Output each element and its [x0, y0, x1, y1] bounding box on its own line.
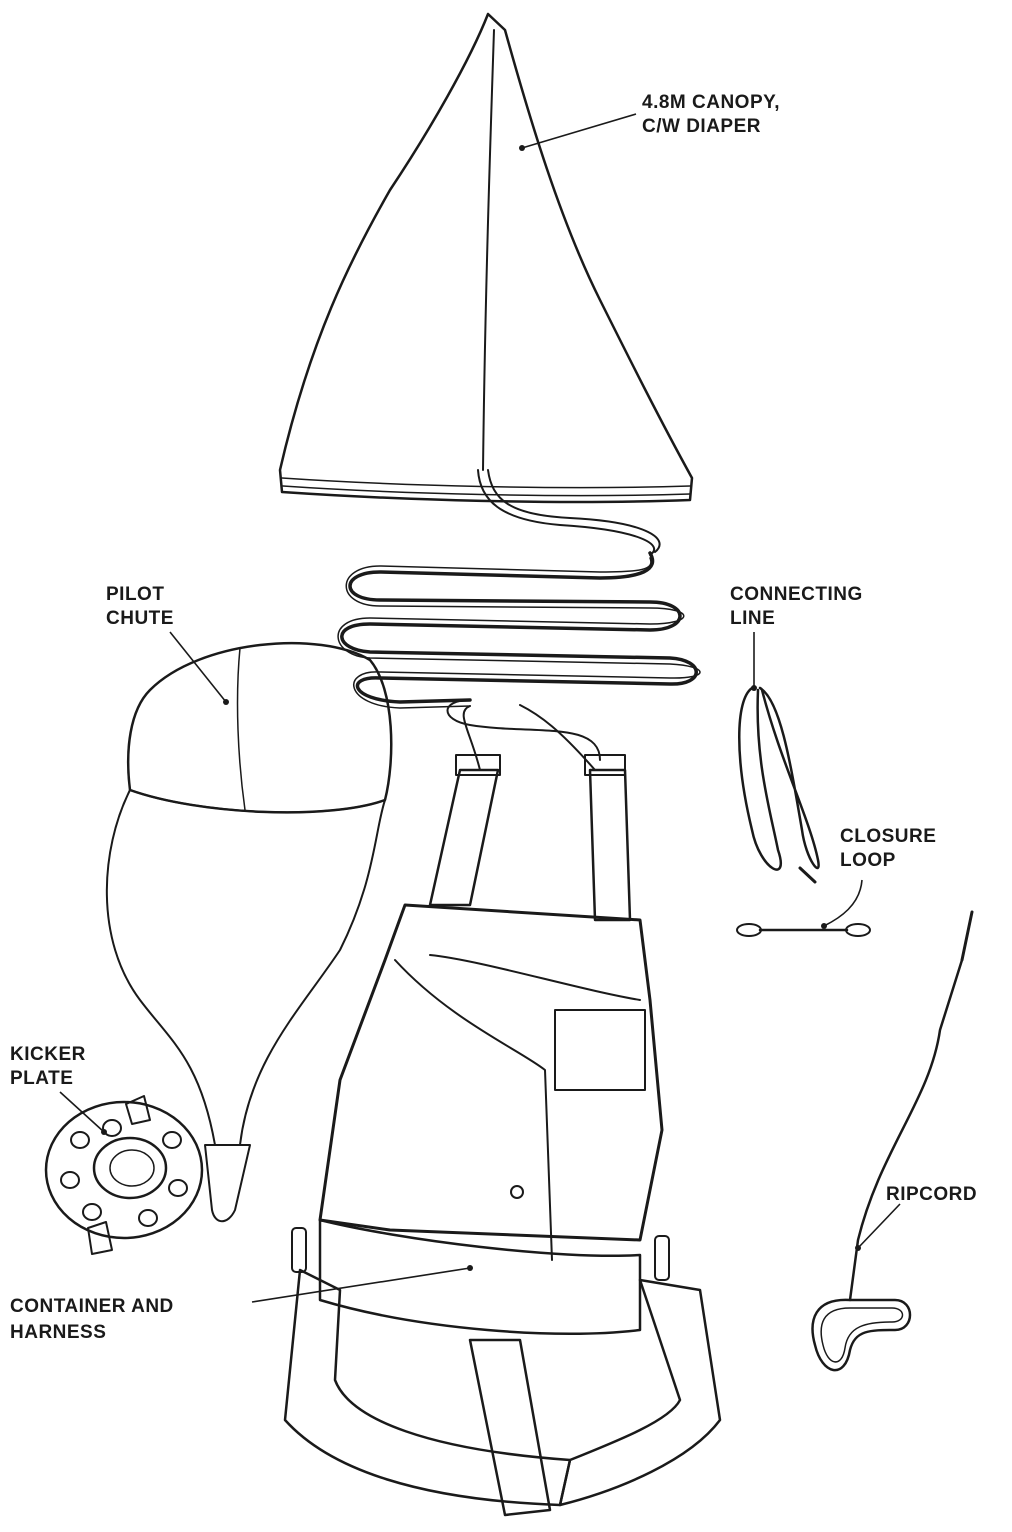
ripcord-drawing: [813, 912, 972, 1370]
kicker-plate-leader: [60, 1092, 104, 1132]
container-harness-label-line-1: CONTAINER AND: [10, 1296, 174, 1317]
kicker-plate-label-line-2: PLATE: [10, 1068, 73, 1089]
pilot-chute-label-line-2: CHUTE: [106, 608, 174, 629]
pilot-chute-drawing: [107, 643, 391, 1221]
pilot-chute-label-line-1: PILOT: [106, 584, 164, 605]
canopy-label-line-1: 4.8M CANOPY,: [642, 92, 780, 113]
connecting-line-label-line-2: LINE: [730, 608, 775, 629]
kicker-plate-label-line-1: KICKER: [10, 1044, 86, 1065]
canopy-leader: [522, 114, 636, 148]
labels: 4.8M CANOPY, C/W DIAPER PILOT CHUTE CONN…: [10, 92, 977, 1343]
closure-loop-label-line-2: LOOP: [840, 850, 896, 871]
kicker-plate-drawing: [46, 1096, 202, 1254]
ripcord-label: RIPCORD: [886, 1184, 977, 1205]
connecting-line-label-line-1: CONNECTING: [730, 584, 863, 605]
canopy-label-line-2: C/W DIAPER: [642, 116, 761, 137]
container-harness-label-line-2: HARNESS: [10, 1322, 106, 1343]
pilot-chute-leader: [170, 632, 226, 702]
connecting-line-drawing: [739, 688, 818, 882]
canopy-body: [280, 14, 692, 502]
canopy-drawing: [280, 14, 692, 555]
container-harness-drawing: [285, 755, 720, 1515]
closure-loop-leader: [824, 880, 862, 926]
container-harness-leader: [252, 1268, 470, 1302]
closure-loop-label-line-1: CLOSURE: [840, 826, 936, 847]
closure-loop-drawing: [737, 924, 870, 936]
ripcord-leader: [858, 1204, 900, 1248]
